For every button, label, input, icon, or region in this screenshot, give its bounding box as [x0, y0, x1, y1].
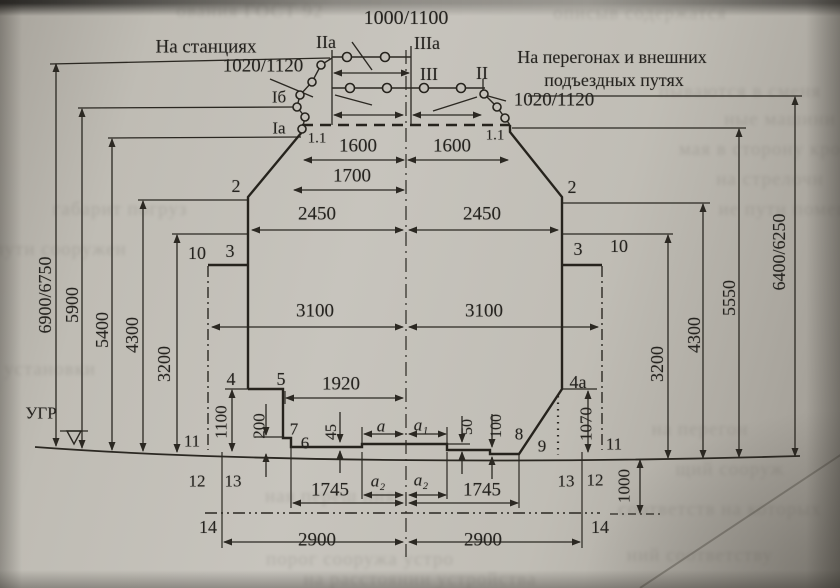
label-pt-6: 6 — [300, 433, 310, 453]
label-pt-11-left: 1.1 — [307, 130, 327, 147]
label-dim-3200-right: 3200 — [647, 346, 667, 382]
label-wire-right: 1020/1120 — [513, 89, 595, 111]
ground-line — [34, 430, 801, 462]
label-dim-3200-left: 3200 — [154, 346, 174, 382]
label-wire-left: 1020/1120 — [222, 55, 304, 77]
label-dim-45: 45 — [323, 424, 340, 440]
label-pt-5: 5 — [276, 369, 286, 389]
horizontal-dimension-rows — [211, 69, 599, 546]
label-pt-10-right: 10 — [610, 236, 628, 256]
label-pt-4a: 4а — [569, 372, 587, 392]
ugr-level-mark — [65, 430, 83, 446]
label-dim-5400: 5400 — [92, 312, 112, 348]
label-dim-3100-right: 3100 — [465, 300, 503, 322]
label-dim-1745-left: 1745 — [311, 479, 349, 501]
label-zone-right-1: На перегонах и внешних — [517, 47, 707, 67]
label-dim-a2-left: a₂ — [370, 471, 386, 491]
page-crease — [639, 454, 840, 588]
label-dim-a1: a₁ — [413, 415, 429, 435]
label-dim-1745-right: 1745 — [463, 479, 501, 501]
label-dim-6400-6250: 6400/6250 — [769, 213, 789, 291]
label-pt-14-left: 14 — [199, 517, 217, 537]
label-pt-11g-right: 11 — [605, 434, 623, 454]
label-dim-1100: 1100 — [211, 405, 231, 439]
label-pt-2-left: 2 — [231, 176, 241, 196]
label-dim-4300-right: 4300 — [684, 317, 704, 353]
label-pt-2-right: 2 — [567, 177, 577, 197]
label-dim-1600-right: 1600 — [433, 135, 471, 157]
label-dim-5550: 5550 — [719, 280, 739, 316]
height-lines — [49, 57, 802, 235]
label-pt-IIIa: IIIа — [414, 33, 440, 53]
label-pt-4: 4 — [226, 369, 236, 389]
label-ugr: УГР — [25, 403, 57, 423]
label-pt-8: 8 — [514, 424, 524, 444]
label-pt-Ib: Iб — [271, 87, 287, 107]
label-pt-9: 9 — [537, 436, 547, 456]
label-pt-II: II — [476, 63, 488, 83]
label-pt-14-right: 14 — [591, 517, 609, 537]
label-zone-right-2: подъездных путях — [544, 70, 684, 90]
label-dim-4300-left: 4300 — [122, 317, 142, 353]
label-dim-200: 200 — [249, 413, 269, 439]
label-dim-5900: 5900 — [62, 287, 82, 323]
small-dimension-arrows — [262, 404, 496, 479]
label-dim-1700: 1700 — [333, 165, 371, 187]
label-dim-2450-left: 2450 — [298, 203, 336, 225]
label-dim-1920: 1920 — [322, 373, 360, 395]
label-dim-1000: 1000 — [614, 469, 634, 503]
gauge-contour — [208, 123, 602, 456]
label-top-width: 1000/1100 — [363, 7, 449, 29]
label-dim-50: 50 — [459, 419, 476, 435]
label-zone-left: На станциях — [155, 36, 257, 58]
label-dim-1600-left: 1600 — [339, 135, 377, 157]
extension-lines — [221, 388, 597, 548]
label-dim-a: a — [376, 416, 386, 436]
label-pt-Ia: Iа — [272, 118, 286, 138]
label-dim-3100-left: 3100 — [296, 300, 334, 322]
vertical-dimension-lines — [52, 63, 799, 514]
label-pt-13-right: 13 — [557, 471, 575, 491]
label-pt-3-right: 3 — [573, 239, 583, 259]
label-pt-IIa: IIа — [316, 32, 336, 52]
label-pt-10-left: 10 — [188, 243, 206, 263]
label-pt-12-left: 12 — [188, 471, 206, 491]
label-dim-a2-right: a₂ — [413, 470, 429, 490]
wire-point-circles — [292, 51, 510, 134]
label-dim-2900-right: 2900 — [464, 529, 502, 551]
label-pt-12-right: 12 — [586, 470, 604, 490]
label-dim-6900-6750: 6900/6750 — [35, 256, 55, 334]
label-pt-11g-left: 11 — [183, 431, 201, 451]
label-pt-7: 7 — [289, 419, 299, 439]
label-pt-III: III — [420, 64, 438, 84]
label-pt-11-right: 1.1 — [485, 127, 505, 144]
label-dim-2900-left: 2900 — [298, 529, 336, 551]
label-dim-2450-right: 2450 — [463, 203, 501, 225]
label-dim-100: 100 — [488, 414, 505, 438]
label-pt-3-left: 3 — [225, 241, 235, 261]
label-pt-13-left: 13 — [224, 471, 242, 491]
label-dim-1070: 1070 — [576, 407, 596, 441]
